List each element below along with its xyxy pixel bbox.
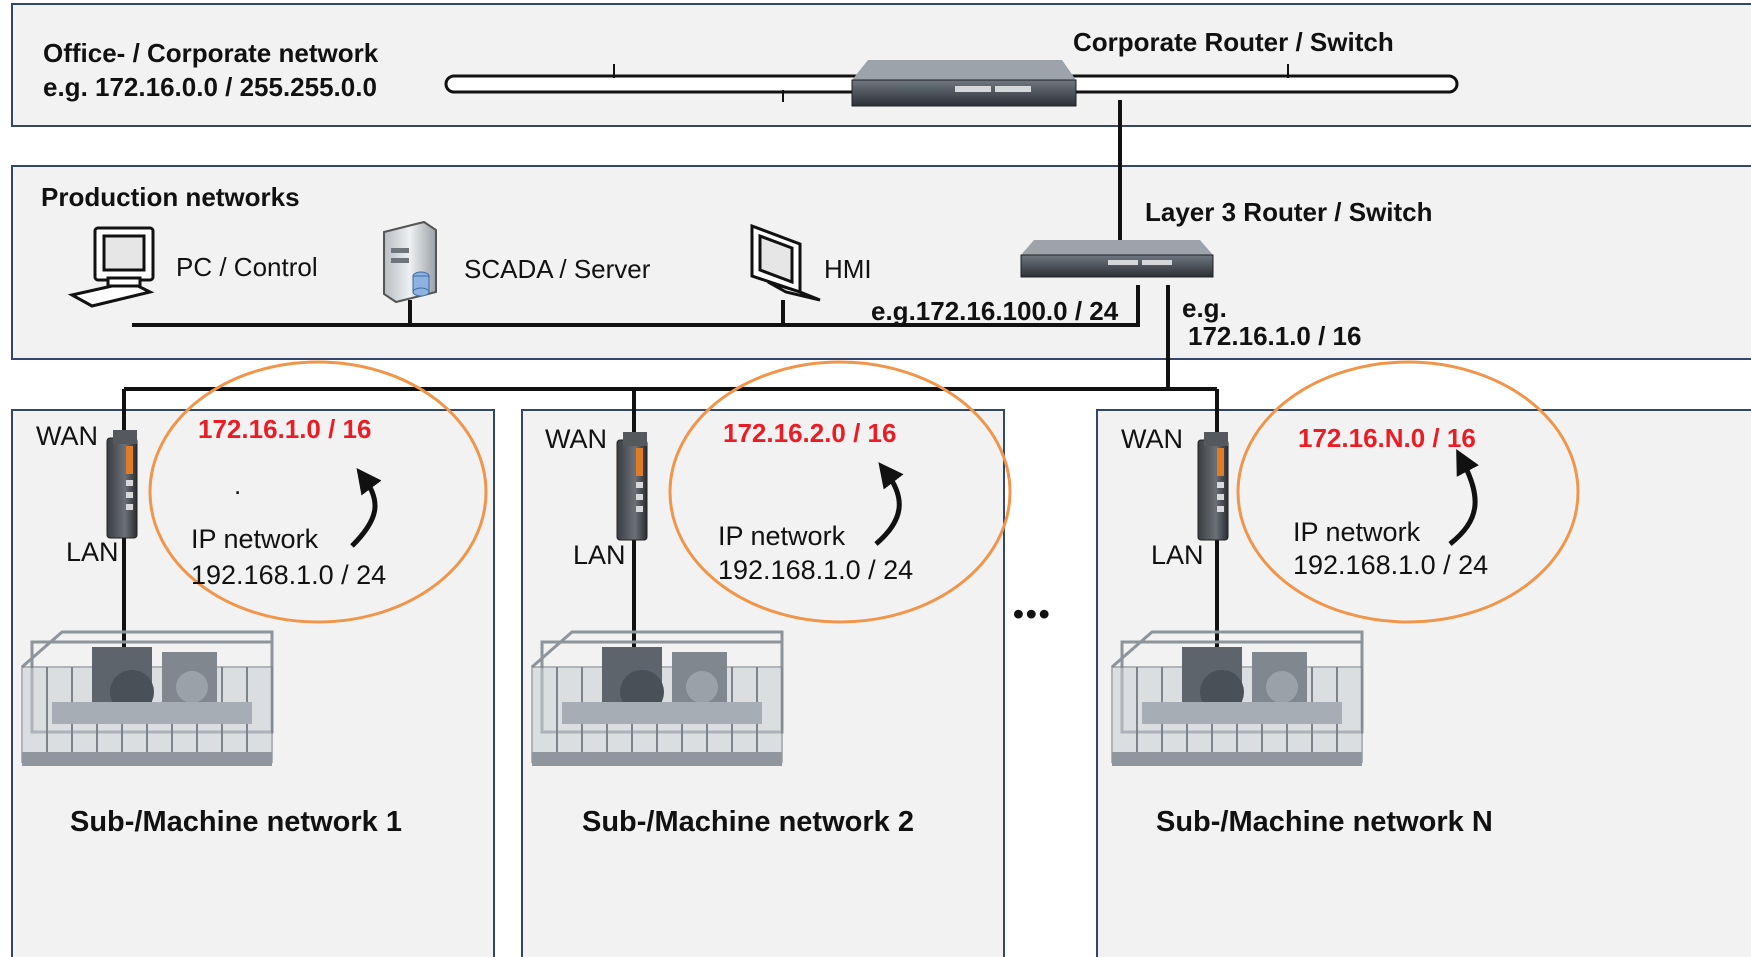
uplink-address: 172.16.1.0 / 16: [1188, 321, 1362, 351]
ip-network-address-n: 192.168.1.0 / 24: [1293, 550, 1489, 580]
wan-label-2: WAN: [545, 424, 607, 454]
production-networks-title: Production networks: [41, 182, 300, 212]
ip-network-address-1: 192.168.1.0 / 24: [191, 560, 387, 590]
production-lan-value: 172.16.100.0 / 24: [915, 296, 1119, 326]
mapped-network-1: 172.16.1.0 / 16: [198, 414, 372, 444]
production-lan-address: e.g.172.16.100.0 / 24: [871, 296, 1118, 327]
machine-network-title-1: Sub-/Machine network 1: [70, 806, 402, 838]
network-wires: [122, 100, 1219, 680]
corporate-network-example: e.g. 172.16.0.0 / 255.255.0.0: [43, 72, 377, 102]
corporate-switch-icon: [851, 60, 1077, 107]
nat-highlights: [148, 360, 1580, 624]
mapping-arrow-2: [874, 462, 904, 546]
nat-ellipse-1: [148, 360, 488, 624]
nat-ellipse-n: [1236, 360, 1580, 624]
uplink-prefix: e.g.: [1182, 293, 1227, 323]
server-icon: [383, 220, 437, 304]
lan-label-1: LAN: [66, 537, 119, 567]
wan-label-n: WAN: [1121, 424, 1183, 454]
ip-network-title-n: IP network: [1293, 517, 1421, 547]
lan-label-2: LAN: [573, 540, 626, 570]
mapped-network-2: 172.16.2.0 / 16: [723, 418, 897, 448]
hmi-label: HMI: [824, 254, 872, 284]
pc-icon: [67, 226, 155, 308]
ip-network-title-1: IP network: [191, 524, 319, 554]
mapping-arrow-n: [1448, 448, 1479, 546]
corporate-router-label: Corporate Router / Switch: [1073, 27, 1394, 57]
scada-server-label: SCADA / Server: [464, 254, 651, 284]
lan-label-n: LAN: [1151, 540, 1204, 570]
mapped-network-n: 172.16.N.0 / 16: [1298, 423, 1476, 453]
machine-network-title-2: Sub-/Machine network 2: [582, 806, 914, 838]
ip-network-title-2: IP network: [718, 521, 846, 551]
pc-control-label: PC / Control: [176, 252, 318, 282]
hmi-icon: [750, 223, 821, 302]
ip-network-address-2: 192.168.1.0 / 24: [718, 555, 914, 585]
corporate-network-title: Office- / Corporate network: [43, 38, 379, 68]
machine-network-title-n: Sub-/Machine network N: [1156, 806, 1493, 838]
gateway-icon-2: [616, 431, 648, 541]
gateway-icon-n: [1197, 431, 1229, 541]
nat-ellipse-2: [668, 360, 1012, 624]
layer3-switch-icon: [1020, 240, 1214, 278]
mapping-arrows: [350, 448, 1479, 548]
mapping-arrow-1: [350, 467, 382, 548]
stray-dot-1: .: [234, 470, 242, 500]
more-networks-ellipsis: •••: [1013, 596, 1052, 631]
layer3-router-label: Layer 3 Router / Switch: [1145, 197, 1433, 227]
production-lan-prefix: e.g.: [871, 296, 916, 326]
wan-label-1: WAN: [36, 421, 98, 451]
gateway-icon-1: [106, 429, 138, 539]
